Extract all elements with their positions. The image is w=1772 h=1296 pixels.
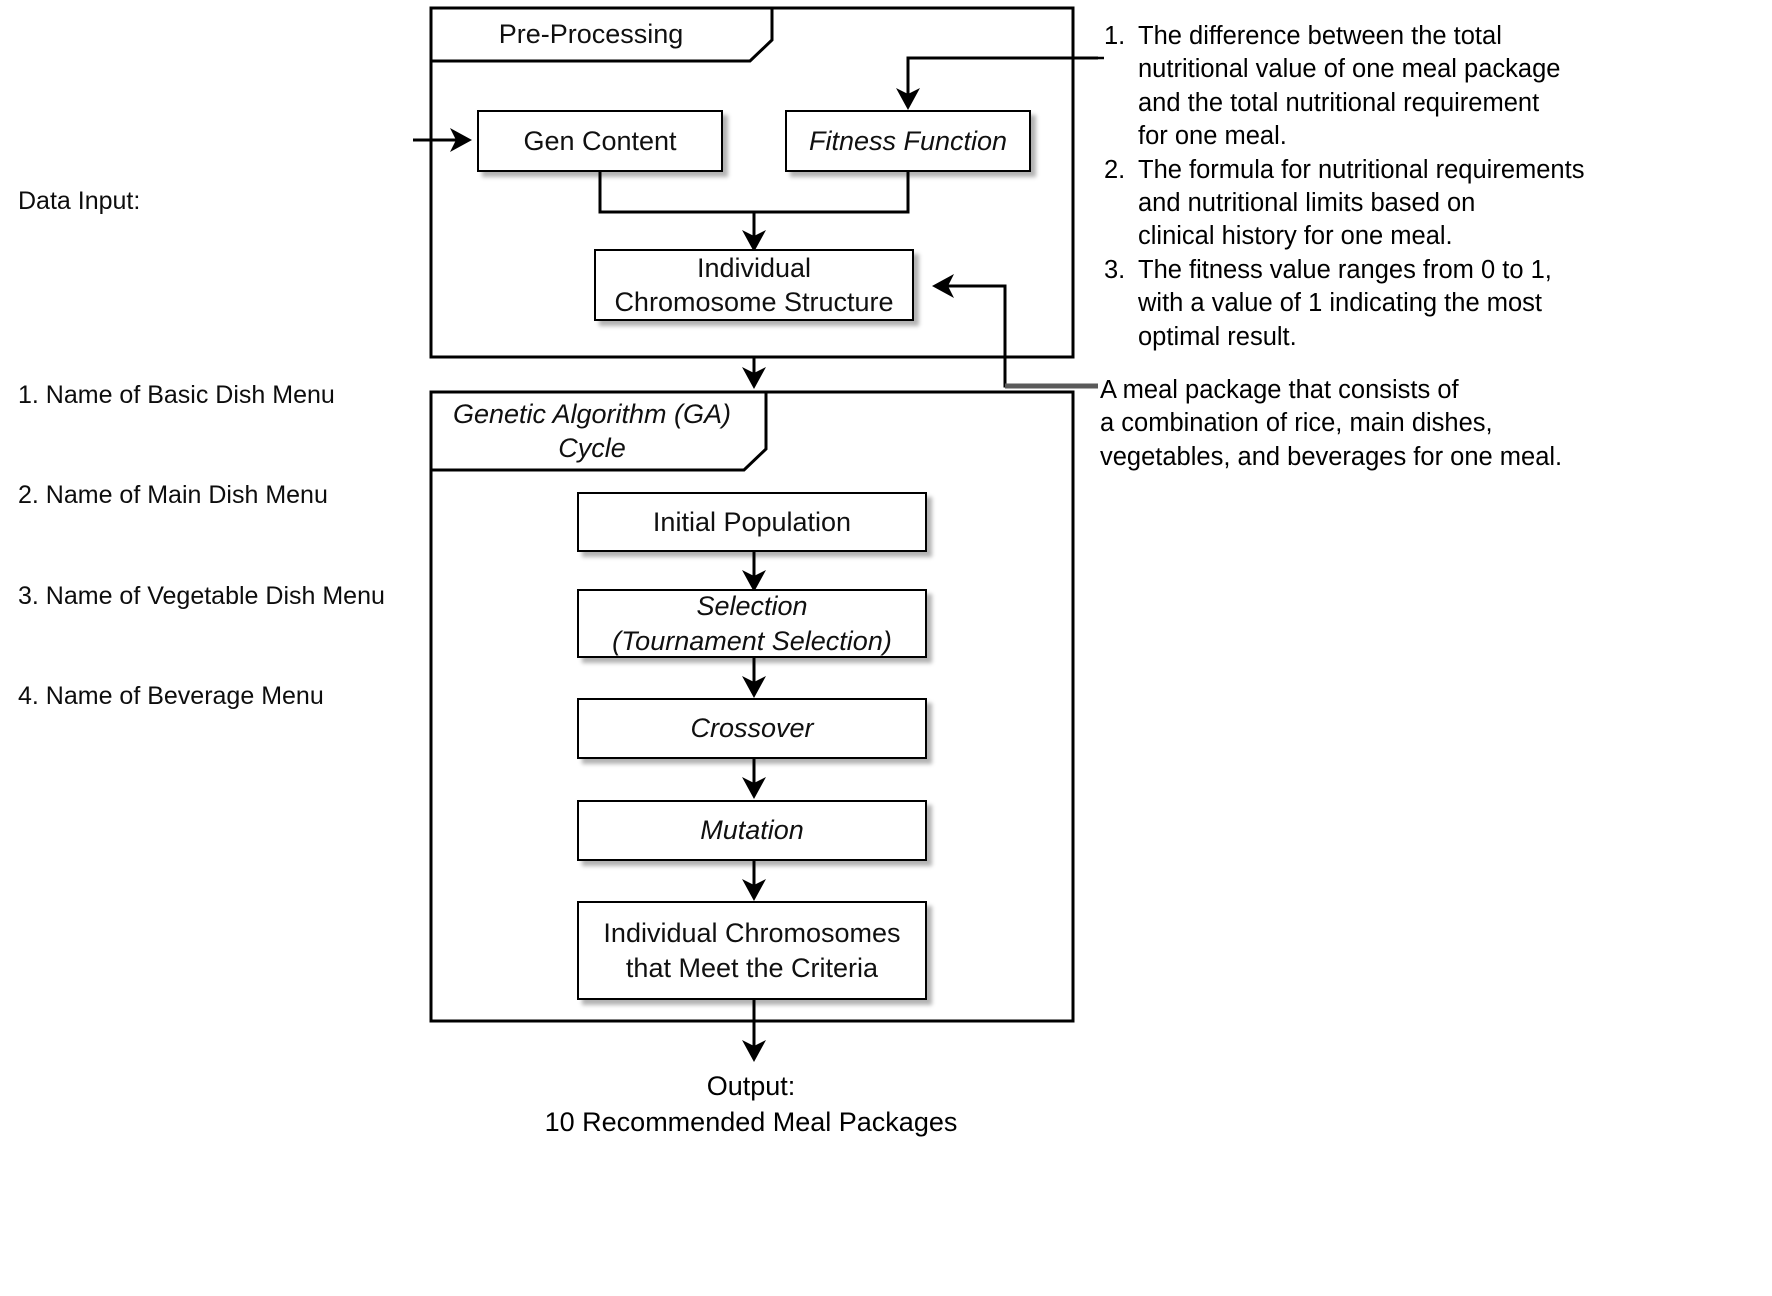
output-value: 10 Recommended Meal Packages [544, 1107, 958, 1138]
fitness-note-item: 2. The formula for nutritional requireme… [1104, 154, 1764, 254]
ga-cycle-tab-label: Genetic Algorithm (GA) Cycle [452, 399, 732, 463]
data-input-list: 1. Name of Basic Dish Menu 2. Name of Ma… [18, 312, 385, 781]
node-crossover[interactable]: Crossover [577, 698, 927, 759]
fitness-note-text: The formula for nutritional requirements… [1138, 155, 1585, 251]
fitness-notes-block: 1. The difference between the total nutr… [1104, 20, 1764, 354]
node-fitness-function[interactable]: Fitness Function [785, 110, 1031, 172]
merge-bus-gen-fitness [598, 172, 910, 214]
fitness-note-item: 1. The difference between the total nutr… [1104, 20, 1764, 154]
node-selection[interactable]: Selection (Tournament Selection) [577, 589, 927, 658]
fitness-note-number: 2. [1104, 155, 1126, 184]
arrow-meal-note-to-chromosome [932, 274, 1098, 388]
data-input-item: 2. Name of Main Dish Menu [18, 481, 328, 509]
data-input-item: 4. Name of Beverage Menu [18, 682, 324, 710]
data-input-title: Data Input: [18, 187, 141, 215]
fitness-note-number: 3. [1104, 255, 1126, 284]
node-meet-criteria[interactable]: Individual Chromosomes that Meet the Cri… [577, 901, 927, 1000]
node-individual-chromosome-structure[interactable]: Individual Chromosome Structure [594, 249, 914, 321]
fitness-note-text: The difference between the total nutriti… [1138, 22, 1561, 151]
node-initial-population[interactable]: Initial Population [577, 492, 927, 552]
output-block: Output: 10 Recommended Meal Packages [0, 1068, 1502, 1140]
preprocessing-tab-label: Pre-Processing [498, 19, 684, 50]
data-input-item: 3. Name of Vegetable Dish Menu [18, 581, 385, 610]
meal-package-note: A meal package that consists of a combin… [1100, 376, 1563, 471]
fitness-note-number: 1. [1104, 22, 1126, 50]
data-input-item: 1. Name of Basic Dish Menu [18, 380, 335, 409]
node-mutation[interactable]: Mutation [577, 800, 927, 861]
fitness-note-item: 3. The fitness value ranges from 0 to 1,… [1104, 254, 1764, 354]
data-input-block: Data Input: 1. Name of Basic Dish Menu 2… [18, 118, 385, 848]
node-gen-content[interactable]: Gen Content [477, 110, 723, 172]
fitness-note-text: The fitness value ranges from 0 to 1, wi… [1138, 255, 1552, 351]
arrow-note-to-fitness-function [896, 56, 1098, 110]
output-label: Output: [706, 1071, 796, 1101]
